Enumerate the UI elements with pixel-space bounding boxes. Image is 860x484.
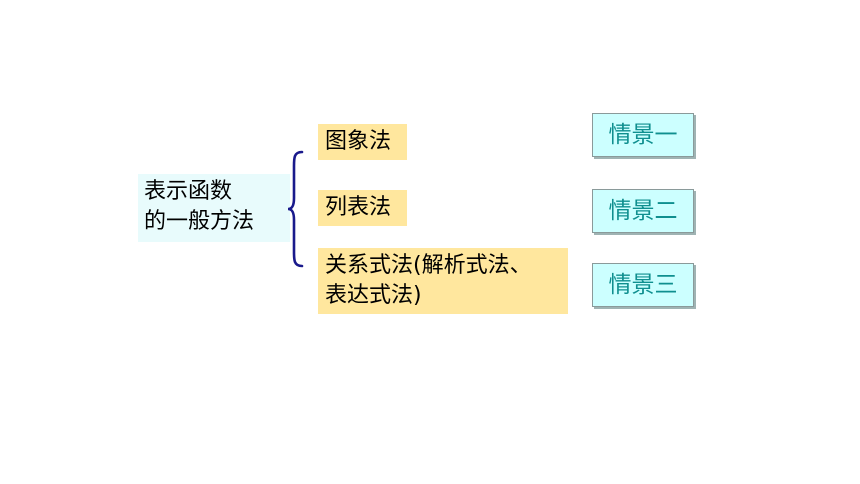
root-concept-line-2: 的一般方法 <box>144 209 255 234</box>
scenario-one-button[interactable]: 情景一 <box>592 113 694 157</box>
method-table-box: 列表法 <box>318 190 407 226</box>
method-graph-box: 图象法 <box>318 124 407 160</box>
root-concept-box: 表示函数 的一般方法 <box>138 174 290 242</box>
root-concept-line-1: 表示函数 <box>144 179 233 204</box>
method-formula-line-1: 关系式法(解析式法、 <box>325 253 532 278</box>
scenario-three-button[interactable]: 情景三 <box>592 263 694 307</box>
method-formula-box: 关系式法(解析式法、 表达式法) <box>318 248 568 314</box>
method-graph-label: 图象法 <box>325 129 392 154</box>
method-formula-line-2: 表达式法) <box>325 283 422 308</box>
scenario-two-button[interactable]: 情景二 <box>592 189 694 233</box>
curly-brace-icon <box>287 150 304 268</box>
method-table-label: 列表法 <box>325 195 392 220</box>
